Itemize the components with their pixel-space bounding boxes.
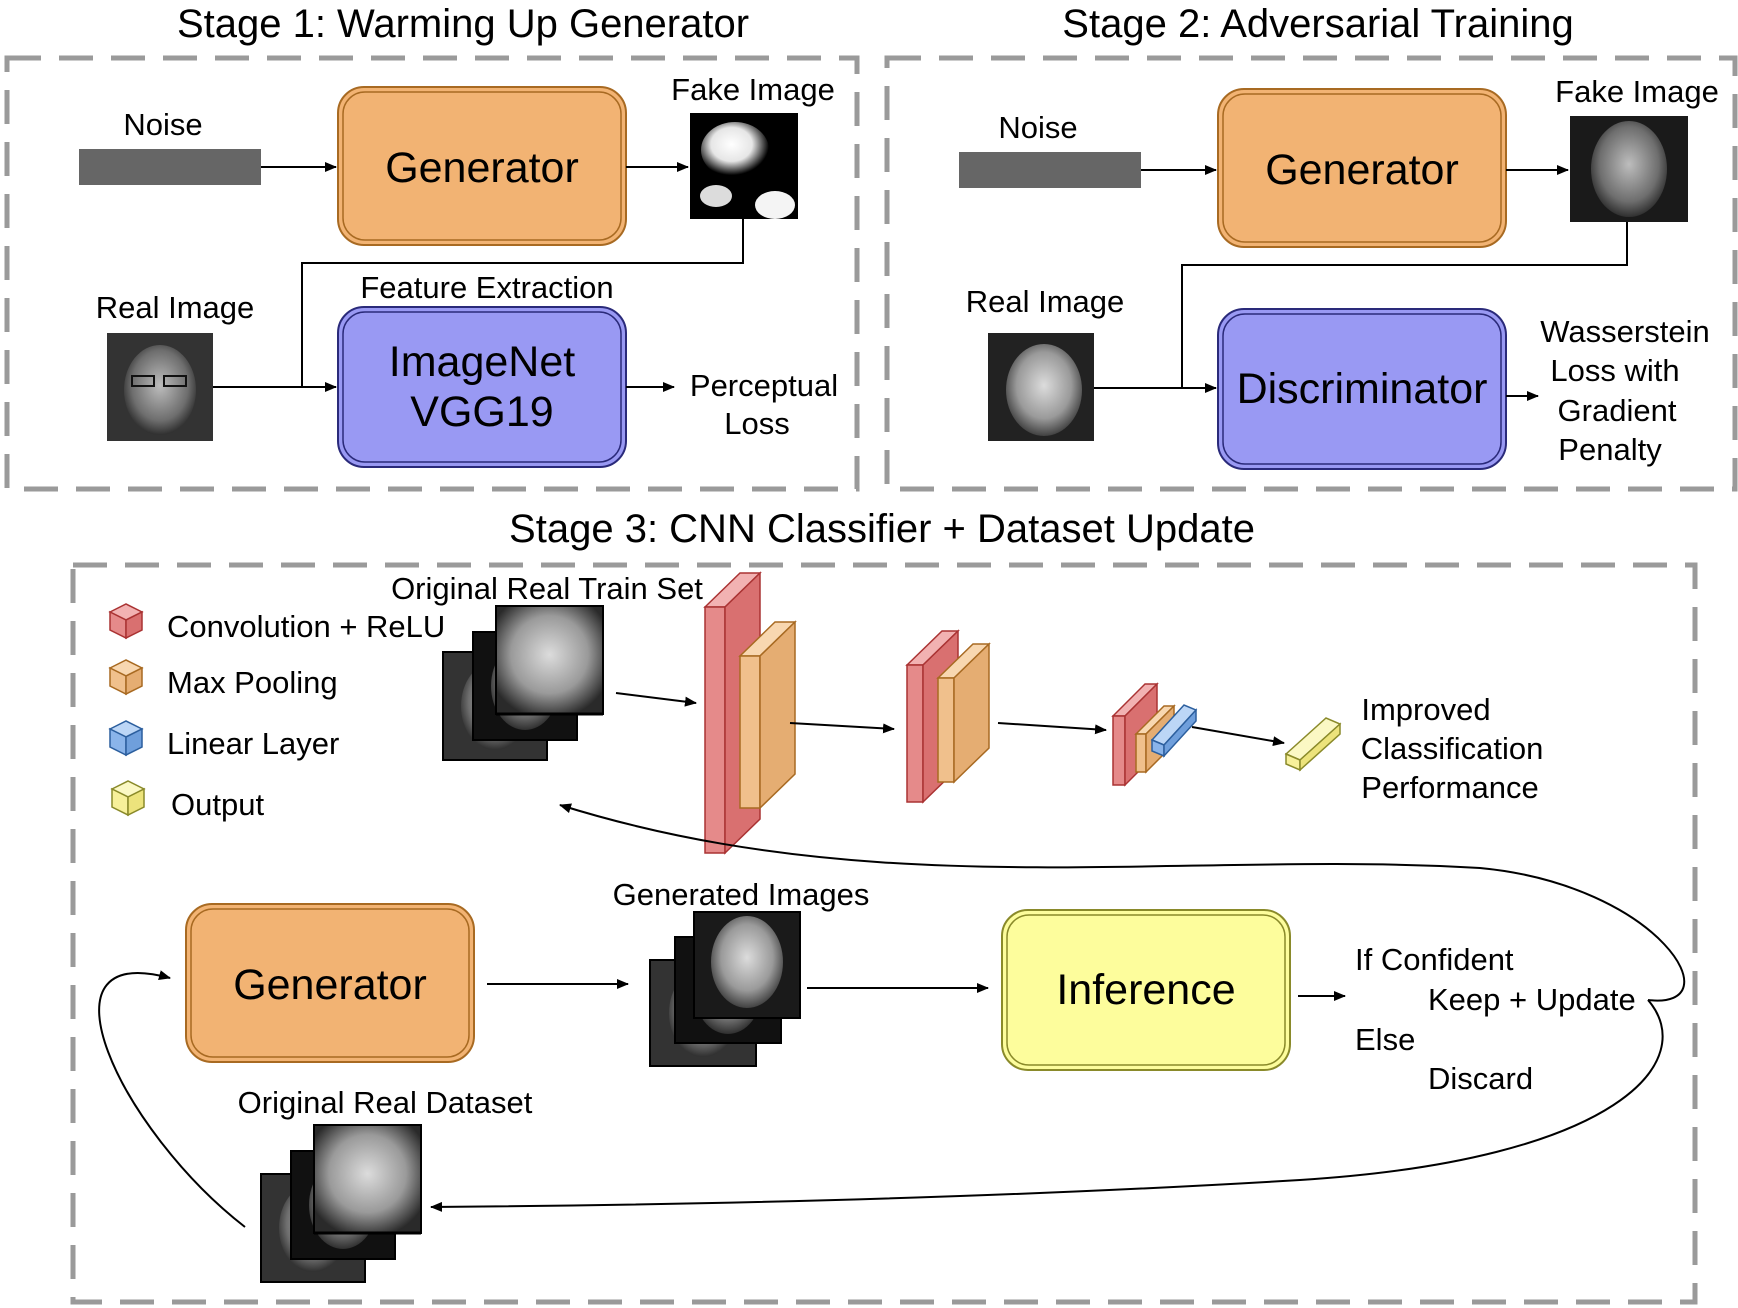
original-dataset-stack [260,1124,422,1283]
arrow-cnn-block2-block3 [997,722,1107,735]
stage2-loss-line4: Penalty [1558,432,1662,467]
stage2-panel: Stage 2: Adversarial Training Noise Gene… [884,2,1738,492]
stage1-vgg-inner-border [342,311,622,463]
stage2-noise-bar [959,152,1141,188]
original-dataset-label: Original Real Dataset [238,1085,533,1120]
legend: Convolution + ReLU Max Pooling Linear La… [108,603,445,822]
stage2-fake-image [1570,116,1688,222]
train-set-image-stack [442,605,604,761]
stage1-title: Stage 1: Warming Up Generator [177,2,749,46]
stage2-noise-label: Noise [998,110,1077,145]
stage1-panel: Stage 1: Warming Up Generator Noise Gene… [4,2,860,492]
stage1-real-image-label: Real Image [96,290,255,325]
improved-line1: Improved [1361,692,1490,727]
stage2-real-image [988,333,1094,441]
arrow-cnn-block1-block2 [789,722,895,734]
train-set-label: Original Real Train Set [391,571,703,606]
stage3-generator-label: Generator [233,961,427,1009]
stage1-vgg-line1: ImageNet [389,338,575,386]
stage1-generator-inner-border [342,91,622,241]
stage1-feature-extraction-label: Feature Extraction [360,270,613,305]
stage1-fake-image-label: Fake Image [671,72,835,107]
stage1-vgg-line2: VGG19 [410,388,553,436]
decision-line3: Else [1355,1022,1415,1057]
inference-label: Inference [1056,966,1235,1014]
stage1-real-image [107,333,213,441]
stage2-loss-line3: Gradient [1558,393,1677,428]
arrow-trainset-cnn [615,692,697,707]
stage1-connector-fake-to-vgg [301,219,744,387]
stage3-generator-inner-border [190,908,470,1058]
feedback-curve-to-train-set [559,803,1686,1002]
stage1-generator-label: Generator [385,144,579,192]
legend-conv-label: Convolution + ReLU [167,609,445,644]
cnn-pool-block-2 [936,642,991,784]
stage2-discriminator-inner-border [1222,313,1502,465]
decision-line2: Keep + Update [1428,982,1636,1017]
cnn-linear-block [1150,704,1198,758]
inference-box [1001,909,1291,1071]
improved-line3: Performance [1361,770,1538,805]
cnn-pool-block-1 [738,620,797,810]
stage2-title: Stage 2: Adversarial Training [1062,2,1573,46]
stage2-fake-image-label: Fake Image [1555,74,1719,109]
arrow-cnn-output [1191,726,1285,747]
stage1-loss-line1: Perceptual [690,368,838,403]
stage1-noise-bar [79,149,261,185]
legend-linear-label: Linear Layer [167,726,339,761]
stage2-loss-line2: Loss with [1550,353,1679,388]
cnn-output-block [1284,717,1342,772]
generated-images-stack [649,911,801,1067]
stage2-generator-box [1217,88,1507,248]
stage1-noise-label: Noise [123,107,202,142]
legend-linear-icon [108,720,144,757]
curve-dataset-to-generator [98,970,246,1228]
stage2-discriminator-box [1217,308,1507,470]
legend-conv-icon [108,603,144,640]
stage1-border [4,55,860,492]
stage3-panel: Stage 3: CNN Classifier + Dataset Update… [70,507,1698,1305]
stage1-loss-line2: Loss [724,406,789,441]
stage3-title: Stage 3: CNN Classifier + Dataset Update [509,507,1255,551]
generated-images-label: Generated Images [613,877,870,912]
stage2-discriminator-label: Discriminator [1237,365,1488,413]
stage2-border [884,55,1738,492]
improved-line2: Classification [1361,731,1544,766]
stage1-fake-image [690,113,798,219]
stage2-generator-label: Generator [1265,146,1459,194]
stage3-border [70,562,1698,1305]
legend-maxpool-label: Max Pooling [167,665,338,700]
stage2-real-image-label: Real Image [966,284,1125,319]
legend-output-label: Output [171,787,264,822]
decision-line4: Discard [1428,1061,1533,1096]
decision-line1: If Confident [1355,942,1514,977]
legend-output-icon [110,780,146,817]
stage2-generator-inner-border [1222,93,1502,243]
feedback-curve-to-dataset [430,999,1664,1212]
stage2-loss-line1: Wasserstein [1540,314,1709,349]
stage2-connector-fake-to-disc [1181,222,1628,388]
stage3-generator-box [185,903,475,1063]
legend-maxpool-icon [108,659,144,696]
inference-inner-border [1006,914,1286,1066]
stage1-vgg-box [337,306,627,468]
